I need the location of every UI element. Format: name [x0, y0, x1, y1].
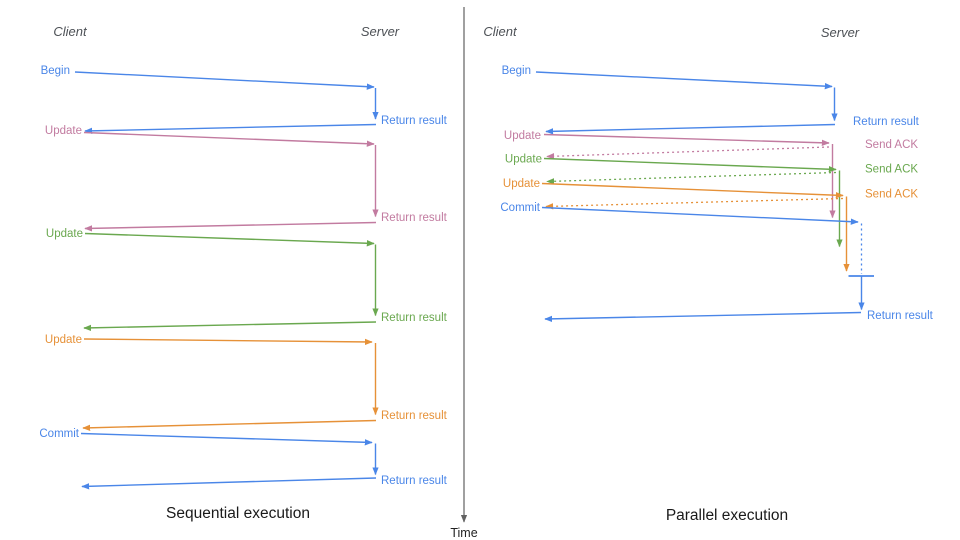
sequential-update-2-response-line [83, 321, 377, 332]
parallel-begin-0-request-line [535, 71, 833, 90]
sequential-commit-4-request-line [80, 432, 373, 446]
sequential-begin-0-response-line [84, 123, 377, 135]
sequential-update-2-response-label: Return result [381, 312, 448, 324]
parallel-update-2-label: Update [505, 154, 542, 166]
parallel-update-3-label: Update [503, 178, 540, 190]
time-axis-label: Time [450, 526, 477, 540]
sequential-update-1-response-label: Return result [381, 212, 448, 224]
sequential-update-1-response-line [84, 221, 377, 232]
parallel-update-3-request-line [541, 182, 844, 199]
sequential-server-actor-label: Server [361, 24, 400, 39]
parallel-commit-4-response-label: Return result [867, 310, 934, 322]
parallel-update-3-response-label: Send ACK [865, 189, 918, 201]
sequential-begin-0-label: Begin [41, 65, 70, 77]
parallel-commit-4-response-line [544, 311, 862, 323]
sequential-update-2-label: Update [46, 228, 83, 240]
parallel-begin-0-response-line [545, 123, 836, 135]
sequential-update-1-label: Update [45, 125, 82, 137]
parallel-commit-4-label: Commit [500, 202, 540, 214]
parallel-commit-4-request-line [541, 206, 859, 225]
sequential-commit-4-label: Commit [39, 428, 79, 440]
parallel-client-actor-label: Client [483, 24, 518, 39]
sequential-update-3-response-line [82, 419, 377, 432]
sequential-title: Sequential execution [166, 505, 310, 522]
sequential-update-3-request-line [83, 338, 373, 346]
parallel-begin-0-label: Begin [502, 65, 531, 77]
parallel-update-1-response-line [546, 146, 830, 160]
parallel-update-1-response-label: Send ACK [865, 139, 918, 151]
parallel-update-1-label: Update [504, 130, 541, 142]
parallel-update-2-response-label: Send ACK [865, 164, 918, 176]
parallel-update-2-response-line [546, 171, 837, 185]
parallel-server-actor-label: Server [821, 25, 860, 40]
sequential-update-3-label: Update [45, 334, 82, 346]
parallel-title: Parallel execution [666, 507, 788, 524]
sequential-commit-4-response-line [81, 477, 377, 490]
parallel-begin-0-response-label: Return result [853, 116, 920, 128]
parallel-update-1-request-line [543, 133, 830, 146]
sequential-client-actor-label: Client [53, 24, 88, 39]
sequential-begin-0-response-label: Return result [381, 115, 448, 127]
sequential-update-1-request-line [83, 131, 375, 147]
sequential-update-2-request-line [84, 232, 375, 247]
parallel-update-3-response-line [545, 197, 844, 210]
sequential-commit-4-response-label: Return result [381, 475, 448, 487]
parallel-update-2-request-line [543, 157, 837, 173]
sequential-update-3-response-label: Return result [381, 410, 448, 422]
sequential-begin-0-request-line [74, 71, 375, 90]
